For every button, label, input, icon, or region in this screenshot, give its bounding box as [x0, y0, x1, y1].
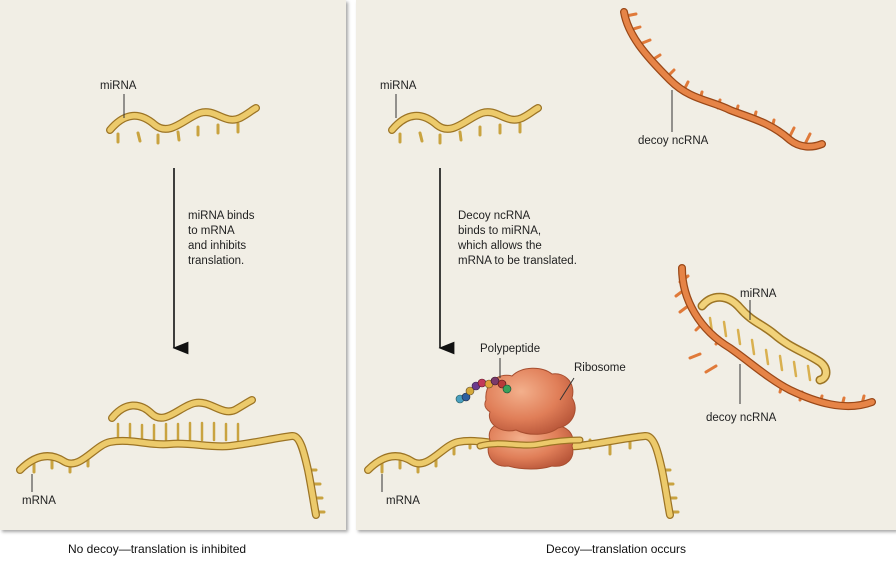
left-mrna-label: mRNA — [22, 495, 56, 507]
right-step-line: Decoy ncRNA — [458, 210, 531, 222]
complex-mirna-label: miRNA — [740, 288, 777, 300]
right-step-line: binds to miRNA, — [458, 225, 542, 237]
right-caption: Decoy—translation occurs — [546, 542, 687, 556]
mirna-decoy-complex — [674, 264, 876, 411]
left-mirna-strand — [106, 94, 260, 145]
left-caption: No decoy—translation is inhibited — [68, 542, 247, 556]
right-step-description: Decoy ncRNA binds to miRNA, which allows… — [458, 209, 577, 269]
ribosome-label: Ribosome — [574, 362, 626, 374]
right-mirna-strand — [388, 94, 542, 145]
left-bound-mirna — [108, 396, 256, 442]
left-step-line: translation. — [188, 255, 245, 267]
right-mrna-label: mRNA — [386, 495, 420, 507]
right-mirna-label: miRNA — [380, 80, 417, 92]
decoy-ncrna-strand — [620, 8, 826, 151]
left-mirna-label: miRNA — [100, 80, 137, 92]
complex-decoy-ncrna-label: decoy ncRNA — [706, 412, 777, 424]
left-step-line: to mRNA — [188, 225, 235, 237]
left-mrna-strand — [16, 432, 326, 519]
left-step-line: miRNA binds — [188, 210, 255, 222]
polypeptide — [455, 358, 512, 404]
left-step-description: miRNA binds to mRNA and inhibits transla… — [188, 209, 254, 269]
decoy-ncrna-label: decoy ncRNA — [638, 135, 709, 147]
right-step-line: which allows the — [458, 240, 542, 252]
right-step-line: mRNA to be translated. — [458, 255, 577, 267]
left-step-line: and inhibits — [188, 240, 247, 252]
polypeptide-label: Polypeptide — [480, 343, 541, 355]
